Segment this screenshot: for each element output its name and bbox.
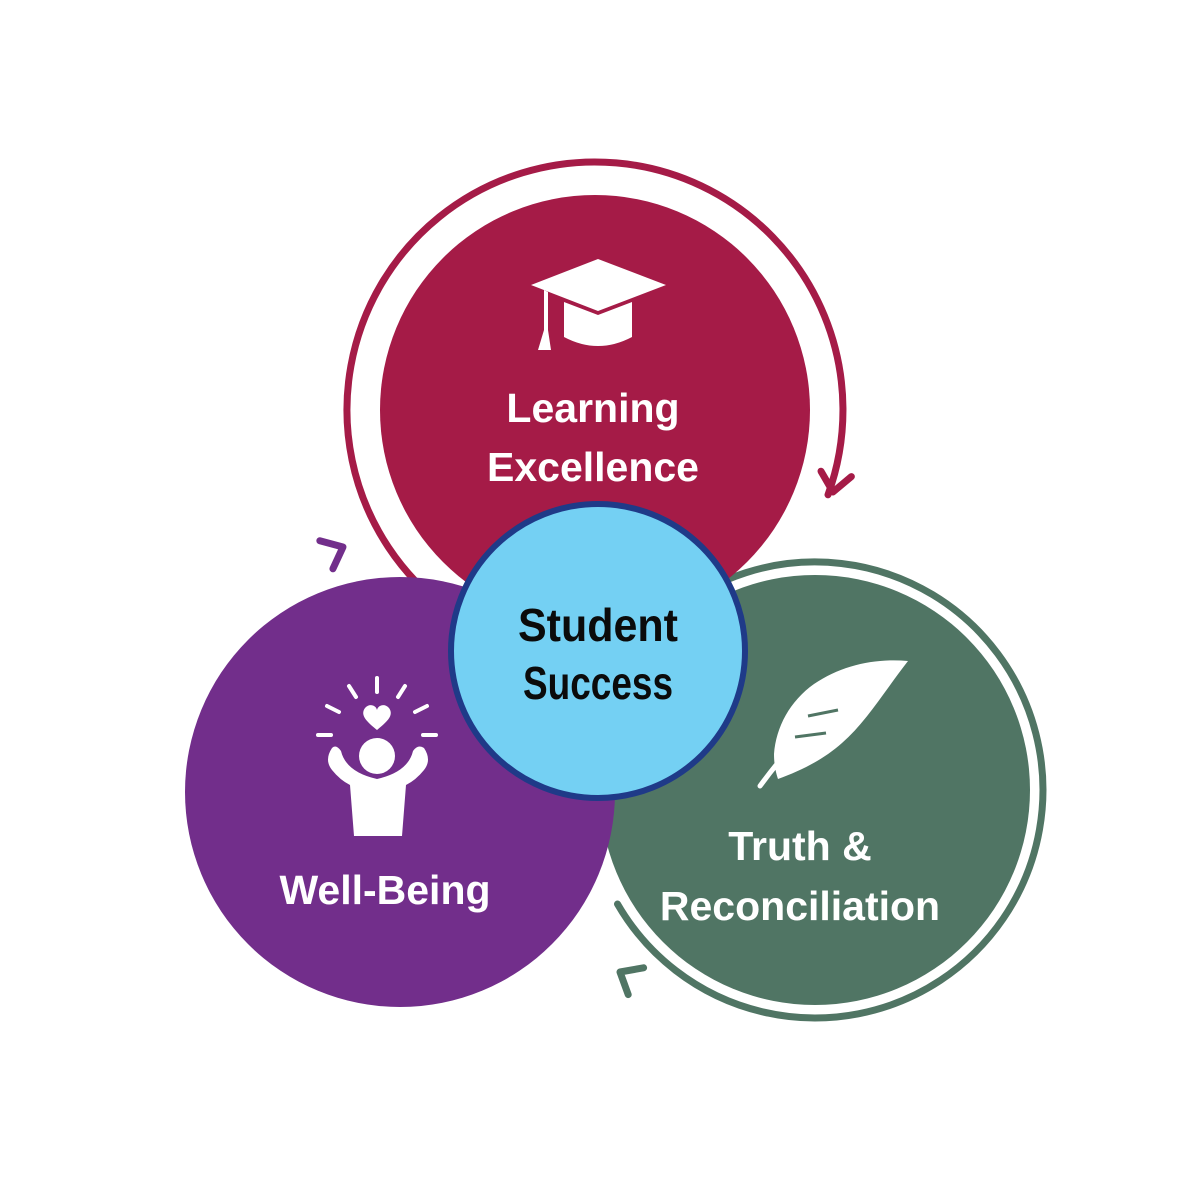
learning-excellence-circle (380, 195, 810, 625)
learning-cycle-arc (343, 158, 847, 615)
student-success-circle (448, 501, 748, 801)
learning-label-line2: Excellence (487, 444, 699, 490)
truth-arrowhead (616, 964, 648, 999)
center-label-line1: Student (518, 599, 678, 651)
truth-label-line1: Truth & (728, 823, 871, 869)
center-label-line2: Success (523, 657, 673, 709)
feather-icon (757, 660, 908, 789)
person-heart-icon (316, 676, 438, 836)
wellbeing-label: Well-Being (279, 867, 490, 913)
truth-cycle-arc (614, 558, 1047, 1022)
truth-label-line2: Reconciliation (660, 883, 940, 929)
wellbeing-arrowhead (316, 537, 347, 573)
learning-arrowhead (817, 467, 855, 496)
graduation-cap-icon (531, 259, 666, 350)
learning-label-line1: Learning (506, 385, 679, 431)
